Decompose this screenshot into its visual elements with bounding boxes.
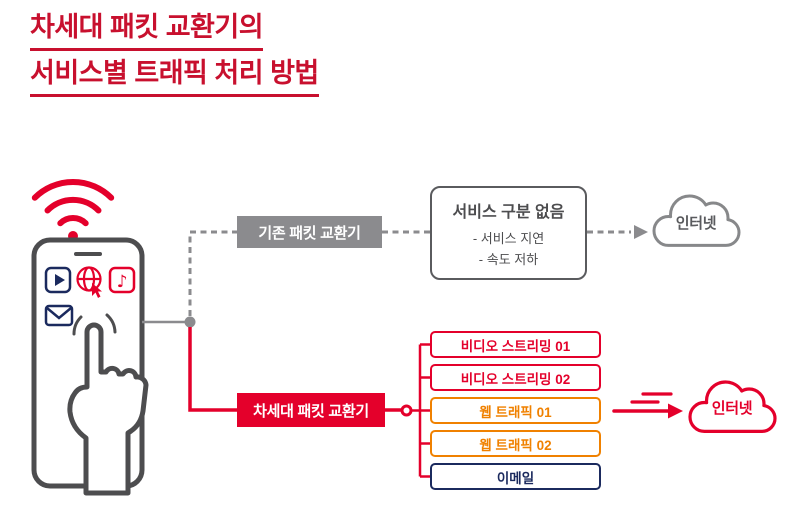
legacy-switch-label: 기존 패킷 교환기: [237, 216, 382, 248]
result-item-delay: - 서비스 지연: [472, 231, 545, 246]
page-title: 차세대 패킷 교환기의 서비스별 트래픽 처리 방법: [30, 14, 319, 106]
title-line-1: 차세대 패킷 교환기의: [30, 14, 264, 51]
legacy-cloud: [652, 194, 741, 247]
nextgen-connector: [188, 327, 430, 478]
nextgen-internet-label: 인터넷: [711, 400, 753, 417]
service-box-web-traffic-01: 웹 트래픽 01: [430, 397, 601, 424]
title-line-2: 서비스별 트래픽 처리 방법: [30, 60, 319, 97]
service-box-web-traffic-02: 웹 트래픽 02: [430, 430, 601, 457]
speed-arrow: [612, 392, 673, 413]
legacy-dashed-connector: [188, 230, 631, 316]
tap-hand-icon: [67, 322, 149, 496]
service-box-email: 이메일: [430, 463, 601, 490]
smartphone: ♪: [31, 237, 149, 496]
result-heading: 서비스 구분 없음: [452, 204, 565, 221]
service-box-video-streaming-02: 비디오 스트리밍 02: [430, 364, 601, 391]
legacy-internet-label: 인터넷: [675, 215, 717, 232]
legacy-arrow-head: [634, 225, 648, 239]
legacy-result-box: 서비스 구분 없음 - 서비스 지연 - 속도 저하: [430, 186, 587, 280]
branch-node: [400, 404, 413, 417]
junction-dot: [184, 316, 196, 328]
speed-arrow-head: [668, 403, 683, 419]
service-box-video-streaming-01: 비디오 스트리밍 01: [430, 331, 601, 358]
mail-app-icon: [44, 304, 74, 327]
branch-trunk: [411, 343, 430, 478]
tap-ripple-icon: [72, 313, 117, 336]
web-cursor-app-icon: [76, 266, 102, 298]
play-app-icon: [44, 266, 72, 294]
music-app-icon: ♪: [108, 266, 136, 294]
nextgen-cloud: [688, 380, 777, 433]
wifi-icon: [31, 178, 115, 241]
nextgen-switch-label: 차세대 패킷 교환기: [237, 393, 385, 427]
result-item-slowdown: - 속도 저하: [478, 252, 539, 267]
svg-text:♪: ♪: [117, 272, 128, 292]
